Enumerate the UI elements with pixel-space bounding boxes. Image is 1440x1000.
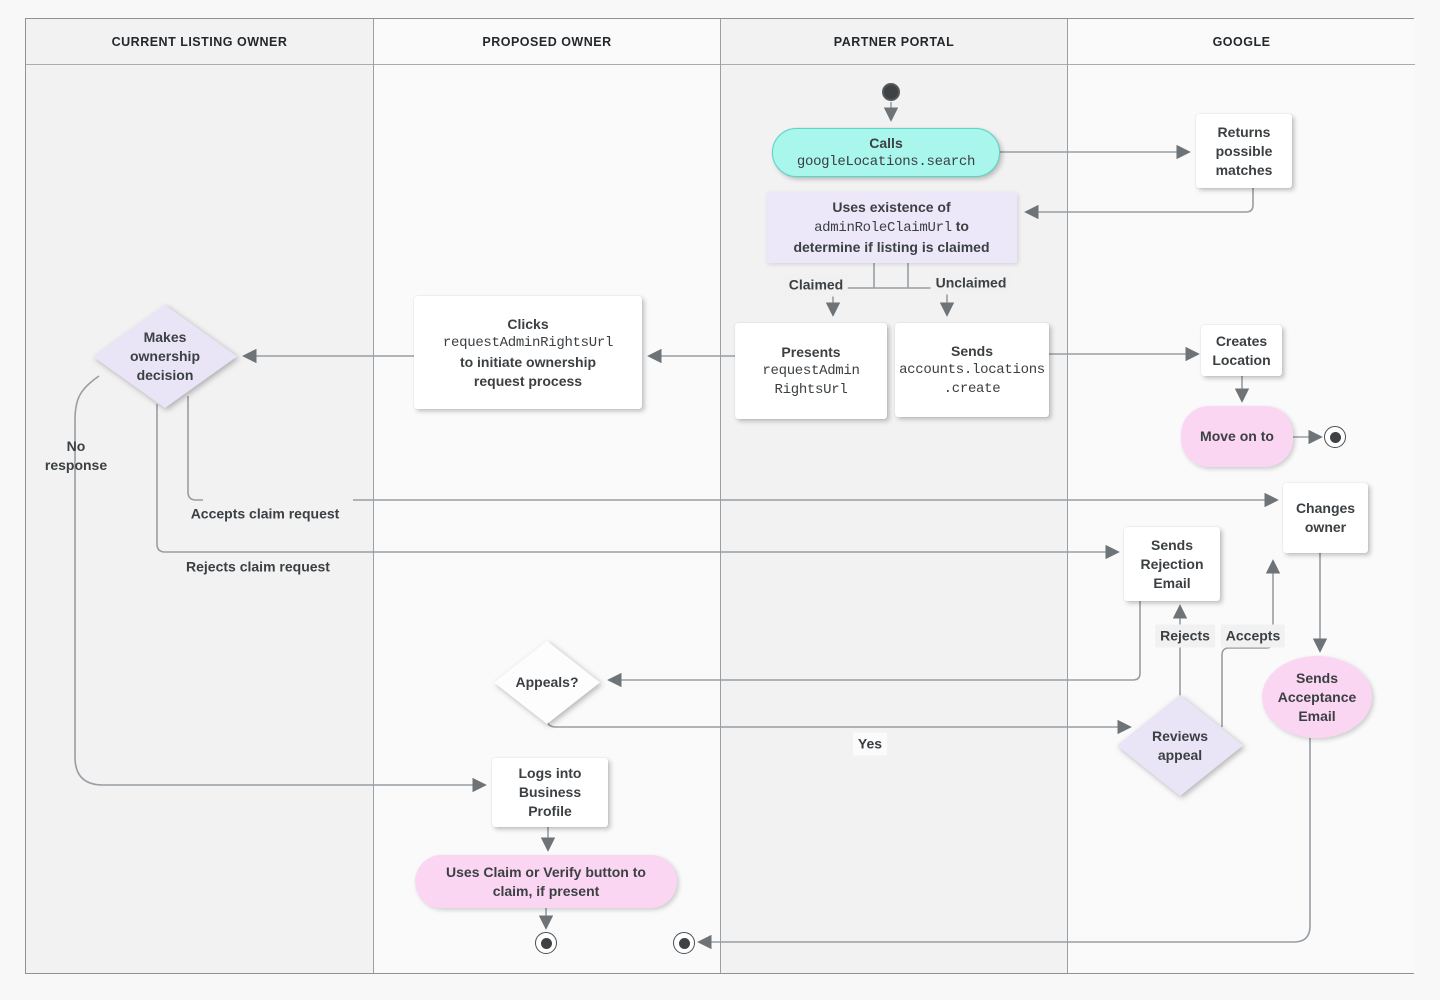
node-line4: request process	[473, 372, 583, 389]
node-sends-accounts-locations-create: Sends accounts.locations .create	[895, 323, 1049, 417]
lane-partner-portal: PARTNER PORTAL	[720, 19, 1067, 973]
edge-label-unclaimed: Unclaimed	[930, 271, 1012, 295]
end-node-dot	[678, 937, 690, 949]
node-code-line1: accounts.locations	[899, 361, 1045, 378]
node-returns-possible-matches: Returns possible matches	[1196, 114, 1292, 188]
edge-label-claimed: Claimed	[783, 273, 849, 297]
end-node-move-on	[1324, 426, 1346, 448]
edge-decision-accepts-stub	[187, 396, 203, 501]
node-code-line1: requestAdmin	[762, 362, 860, 379]
node-label: Creates Location	[1212, 332, 1271, 368]
node-line1: Uses existence of	[832, 199, 951, 215]
node-code: adminRoleClaimUrl	[814, 220, 952, 236]
node-code-line2: RightsUrl	[774, 381, 848, 398]
end-node-dot	[540, 937, 552, 949]
edge-label-accepts: Accepts	[1220, 624, 1286, 648]
edge-rejection-to-appeals	[607, 601, 1141, 688]
edge-decision-noresponse-to-logs	[74, 375, 487, 793]
node-creates-location: Creates Location	[1201, 325, 1282, 376]
node-uses-claim-or-verify: Uses Claim or Verify button to claim, if…	[415, 855, 677, 908]
node-code-line2: .create	[943, 380, 1001, 397]
lane-header-partner-portal: PARTNER PORTAL	[721, 19, 1067, 65]
edge-label-rejects-claim-request: Rejects claim request	[186, 558, 330, 575]
node-appeals-decision: Appeals?	[494, 641, 600, 724]
node-line3: determine if listing is claimed	[793, 239, 990, 255]
node-label: Reviews appeal	[1151, 727, 1209, 763]
edge-appeals-yes-to-reviews	[546, 718, 1132, 735]
node-title: Presents	[781, 343, 841, 360]
end-node-claim	[535, 932, 557, 954]
node-line3: to initiate ownership	[459, 353, 597, 370]
edge-label-rejects: Rejects	[1155, 624, 1215, 648]
node-label: Sends Acceptance Email	[1277, 669, 1357, 724]
node-makes-ownership-decision: Makes ownership decision	[93, 305, 237, 408]
edge-acceptance-to-end	[697, 738, 1311, 950]
node-title: Calls	[869, 134, 903, 151]
end-node-acceptance	[673, 932, 695, 954]
edge-label-yes: Yes	[852, 732, 888, 756]
node-sends-acceptance-email: Sends Acceptance Email	[1262, 656, 1372, 738]
node-code: googleLocations.search	[796, 153, 976, 170]
node-label: Returns possible matches	[1215, 123, 1273, 178]
node-presents-requestadminrightsurl: Presents requestAdmin RightsUrl	[735, 323, 887, 419]
start-node	[882, 83, 900, 101]
node-label: Move on to	[1200, 428, 1274, 444]
end-node-dot	[1329, 431, 1341, 443]
lane-header-proposed-owner: PROPOSED OWNER	[374, 19, 720, 65]
node-sends-rejection-email: Sends Rejection Email	[1124, 527, 1220, 601]
edge-label-accepts-claim-request: Accepts claim request	[185, 502, 345, 526]
node-reviews-appeal: Reviews appeal	[1117, 695, 1243, 796]
node-logs-into-business-profile: Logs into Business Profile	[492, 758, 608, 827]
node-label: Sends Rejection Email	[1140, 536, 1204, 591]
node-label: Appeals?	[515, 674, 579, 690]
node-calls-googlelocations-search: Calls googleLocations.search	[772, 128, 1000, 177]
node-label: Changes owner	[1295, 500, 1356, 535]
node-title: Clicks	[507, 315, 549, 332]
node-title: Sends	[950, 342, 993, 359]
node-label: Makes ownership decision	[129, 329, 200, 383]
node-label: Logs into Business Profile	[518, 765, 582, 819]
lane-header-google: GOOGLE	[1068, 19, 1415, 65]
lane-current-listing-owner: CURRENT LISTING OWNER	[26, 19, 373, 973]
node-line2-suffix: to	[955, 218, 969, 234]
edge-returns-to-uses	[1024, 188, 1254, 220]
node-label: Uses Claim or Verify button to claim, if…	[446, 863, 646, 899]
node-changes-owner: Changes owner	[1283, 483, 1368, 553]
node-clicks-requestadminrightsurl: Clicks requestAdminRightsUrl to initiate…	[414, 296, 642, 409]
edge-decision-rejects-to-rejection	[156, 404, 1120, 560]
edge-label-no-response: No response	[44, 438, 108, 473]
node-code: requestAdminRightsUrl	[442, 334, 614, 351]
node-uses-existence-adminroleclaimurl: Uses existence of adminRoleClaimUrl to d…	[766, 192, 1017, 263]
node-move-on-to: Move on to	[1181, 406, 1293, 467]
lane-header-current-listing-owner: CURRENT LISTING OWNER	[26, 19, 373, 65]
